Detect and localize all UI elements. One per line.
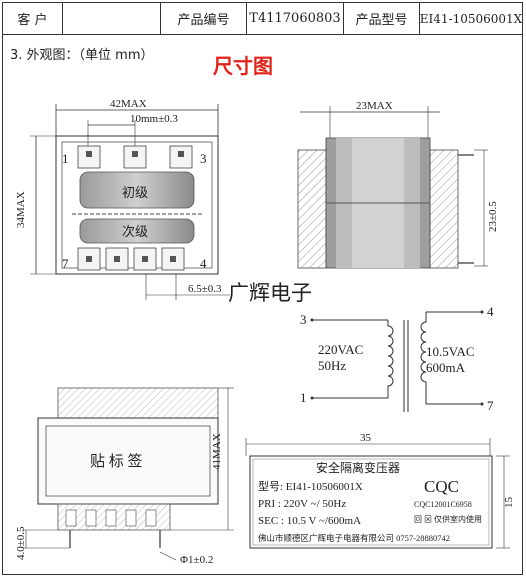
secondary-current: 600mA — [426, 360, 466, 375]
schematic-pin-4: 4 — [487, 304, 494, 319]
cert-number: CQC12001C6958 — [414, 500, 472, 509]
cqc-logo: CQC — [424, 477, 459, 496]
section-heading: 3. 外观图：（单位 mm） — [10, 48, 154, 63]
side-pin-span-label: 23±0.5 — [487, 201, 499, 232]
front-pin-4: 4 — [200, 256, 207, 271]
primary-winding-label: 初级 — [122, 185, 148, 200]
card-sec-line: SEC : 10.5 V ~/600mA — [258, 515, 361, 527]
sticker-text: 贴 标 签 — [90, 453, 143, 470]
product-model-value: EI41-10506001X — [420, 11, 522, 26]
watermark-text: 广辉电子 — [228, 281, 312, 305]
secondary-voltage: 10.5VAC — [426, 344, 475, 359]
schematic-pin-7: 7 — [487, 398, 494, 413]
bottom-height-label: 41MAX — [211, 433, 223, 470]
customer-value — [63, 3, 161, 34]
pin-pitch-label: 10mm±0.3 — [130, 113, 178, 125]
front-pin-1: 1 — [62, 151, 69, 166]
product-code-label: 产品编号 — [161, 3, 247, 34]
label-card: 35 15 安全隔离变压器 型号: EI41-10506001X PRI : 2… — [245, 432, 515, 549]
card-width-label: 35 — [360, 432, 372, 444]
schematic: 3 1 4 7 220VAC 50Hz 10.5VAC 600mA — [300, 304, 494, 413]
primary-voltage: 220VAC — [318, 342, 363, 357]
header-table: 客 户 产品编号 T4117060803 产品型号 EI41-10506001X — [2, 2, 523, 35]
pin-diameter-label: Φ1±0.2 — [180, 554, 213, 566]
schematic-pin-3: 3 — [300, 312, 307, 327]
front-view: 42MAX 10mm±0.3 初级 次级 — [15, 98, 230, 300]
front-pin-3: 3 — [200, 151, 207, 166]
bottom-dim-label: 6.5±0.3 — [188, 283, 222, 295]
schematic-pin-1: 1 — [300, 390, 307, 405]
card-title: 安全隔离变压器 — [316, 460, 400, 475]
pin-length-label: 4.0±0.5 — [15, 526, 27, 560]
card-height-label: 15 — [503, 497, 515, 509]
customer-label: 客 户 — [3, 3, 63, 34]
front-height-label: 34MAX — [15, 191, 27, 228]
front-pin-7: 7 — [62, 256, 69, 271]
product-model-label: 产品型号 — [344, 3, 420, 34]
side-view: 23MAX 23±0.5 — [297, 100, 499, 269]
manufacturer-line: 佛山市顺德区广辉电子电器有限公司 0757-28880742 — [258, 533, 450, 543]
side-width-label: 23MAX — [356, 100, 393, 112]
front-width-label: 42MAX — [110, 98, 147, 110]
primary-frequency: 50Hz — [318, 358, 346, 373]
product-code-value: T4117060803 — [247, 3, 344, 34]
card-pri-line: PRI : 220V ~/ 50Hz — [258, 498, 346, 510]
card-model-line: 型号: EI41-10506001X — [258, 479, 363, 493]
bottom-view: 贴 标 签 41MAX 4.0±0.5 Φ1±0.2 — [15, 387, 234, 566]
secondary-winding-label: 次级 — [122, 224, 148, 239]
indoor-use-note: 回 ⊠ 仅供室内使用 — [414, 514, 482, 524]
drawing-frame — [2, 35, 523, 575]
section-title: 尺寸图 — [213, 54, 273, 78]
